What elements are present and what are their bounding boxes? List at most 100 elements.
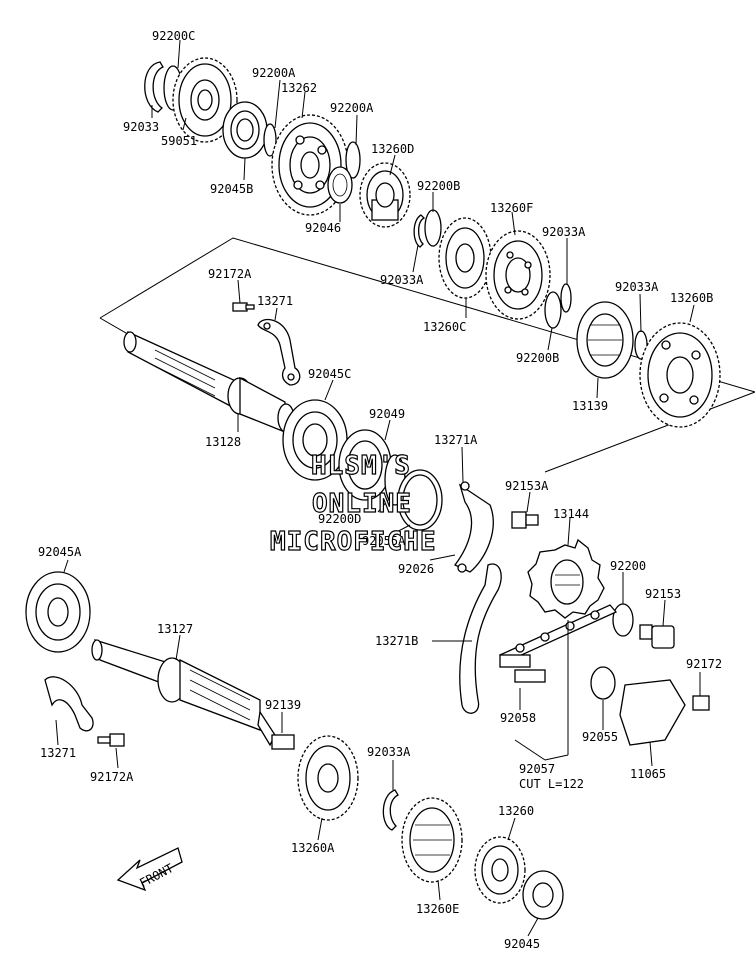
label-92057: 92057 [519, 762, 555, 776]
label-13127: 13127 [157, 622, 193, 636]
retainer-13271-2 [44, 676, 94, 732]
label-92055a: 92055A [362, 534, 406, 548]
gear-13260d [359, 162, 411, 228]
circlip-92033 [144, 61, 164, 113]
screw-92172 [692, 695, 710, 711]
label-13260f: 13260F [490, 201, 533, 215]
label-13271a: 13271A [434, 433, 478, 447]
bearing-92045a [25, 571, 91, 653]
label-92200: 92200 [610, 559, 646, 573]
gear-13260b [639, 322, 721, 428]
needle-bearing-92139 [271, 734, 295, 750]
label-92200c: 92200C [152, 29, 195, 43]
bearing-92045c [282, 399, 348, 481]
joint-link-92058 [499, 654, 546, 683]
retainer-13271-1 [257, 318, 301, 386]
label-92153: 92153 [645, 587, 681, 601]
needle-bearing-92046 [327, 166, 353, 204]
gear-13260 [474, 836, 526, 904]
front-arrow-icon: FRONT [116, 847, 183, 892]
washer-92200a-1 [263, 123, 277, 157]
guide-13271b [459, 563, 502, 714]
gear-13260a [297, 735, 359, 821]
label-92139: 92139 [265, 698, 301, 712]
label-92200b-2: 92200B [516, 351, 559, 365]
shaft-13127 [91, 639, 276, 747]
sprocket-13144 [527, 538, 605, 619]
washer-92200a-2 [345, 141, 361, 179]
label-92045a: 92045A [38, 545, 82, 559]
label-92049: 92049 [369, 407, 405, 421]
label-13271b: 13271B [375, 634, 418, 648]
label-13260b: 13260B [670, 291, 713, 305]
gear-13139 [576, 301, 634, 379]
retainer-13271a [453, 481, 494, 573]
label-92046: 92046 [305, 221, 341, 235]
oring-92055a [397, 469, 443, 531]
label-92033: 92033 [123, 120, 159, 134]
label-92033a-2: 92033A [542, 225, 586, 239]
label-92045c: 92045C [308, 367, 351, 381]
washer-92200b-1 [424, 209, 442, 247]
label-13271-1: 13271 [257, 294, 293, 308]
bolt-92153 [639, 624, 675, 649]
shaft-13128 [123, 330, 295, 433]
gear-59051 [172, 57, 238, 143]
label-92172: 92172 [686, 657, 722, 671]
label-92033a-4: 92033A [367, 745, 411, 759]
label-92172a-2: 92172A [90, 770, 134, 784]
label-92200d: 92200D [318, 512, 361, 526]
label-13260: 13260 [498, 804, 534, 818]
gear-13260e [401, 797, 463, 883]
label-92033a-3: 92033A [615, 280, 659, 294]
watermark: HLSM'S ONLINE MICROFICHE [269, 450, 437, 557]
circlip-92033a-4 [382, 789, 399, 831]
label-92058: 92058 [500, 711, 536, 725]
leader-lines [55, 39, 701, 937]
watermark-line-2: ONLINE [312, 489, 412, 519]
label-13139: 13139 [572, 399, 608, 413]
screw-92172a-2 [97, 733, 125, 747]
label-92055: 92055 [582, 730, 618, 744]
gear-13260f [485, 230, 551, 320]
bearing-92045b [222, 101, 268, 159]
label-92026: 92026 [398, 562, 434, 576]
cover-11065 [619, 679, 686, 746]
label-13144: 13144 [553, 507, 589, 521]
washer-92200b-2 [544, 291, 562, 329]
label-92172a-1: 92172A [208, 267, 252, 281]
screw-92172a-1 [232, 302, 255, 312]
part-labels: 92200C 92033 59051 92200A 13262 92200A 9… [38, 29, 722, 951]
chain-92057 [498, 604, 618, 663]
label-59051: 59051 [161, 134, 197, 148]
label-13260d: 13260D [371, 142, 414, 156]
label-13271-2: 13271 [40, 746, 76, 760]
gear-13260c [438, 217, 492, 299]
label-92033a-1: 92033A [380, 273, 424, 287]
label-13260c: 13260C [423, 320, 466, 334]
label-13260e: 13260E [416, 902, 459, 916]
bearing-92045 [522, 870, 564, 920]
label-13128: 13128 [205, 435, 241, 449]
label-92200a-2: 92200A [330, 101, 374, 115]
label-11065: 11065 [630, 767, 666, 781]
label-13262: 13262 [281, 81, 317, 95]
label-92200b-1: 92200B [417, 179, 460, 193]
watermark-line-3: MICROFICHE [270, 527, 437, 557]
watermark-line-1: HLSM'S [311, 451, 411, 481]
seal-92049 [338, 429, 392, 501]
label-92045b: 92045B [210, 182, 253, 196]
label-92200a-1: 92200A [252, 66, 296, 80]
washer-92200 [612, 603, 634, 637]
label-92153a: 92153A [505, 479, 549, 493]
circlip-92033a-2 [560, 283, 572, 313]
label-13260a: 13260A [291, 841, 335, 855]
label-92057-cut: CUT L=122 [519, 777, 584, 791]
gear-13262 [271, 114, 349, 216]
oring-92055 [590, 666, 616, 700]
circlip-92033a-1 [413, 214, 426, 248]
bolt-92153a [511, 511, 539, 529]
label-92045: 92045 [504, 937, 540, 951]
